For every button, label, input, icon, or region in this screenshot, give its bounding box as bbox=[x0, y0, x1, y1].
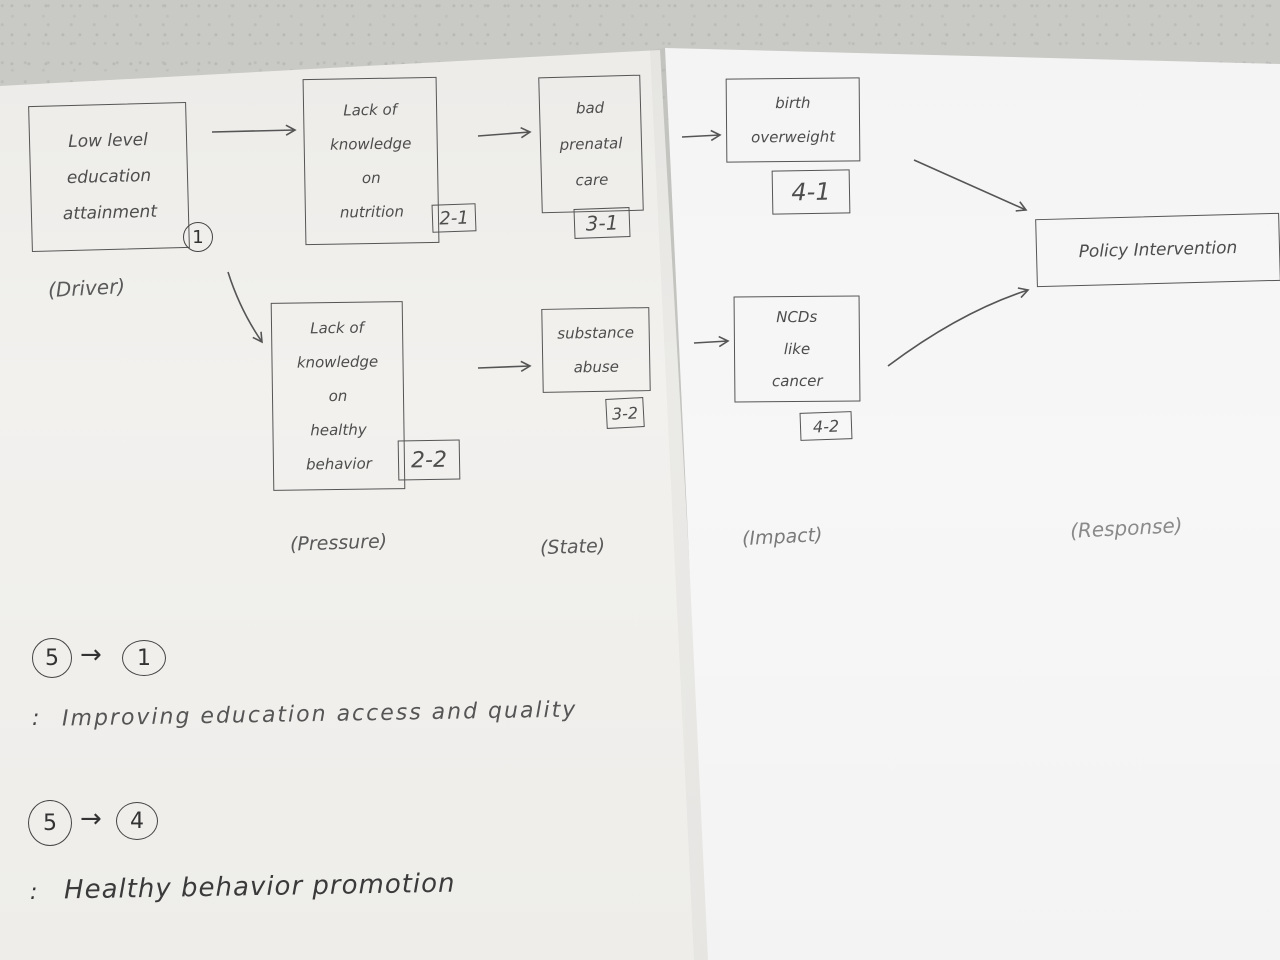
driver-box: Low level education attainment bbox=[28, 101, 190, 253]
state-1-box-line: prenatal bbox=[559, 134, 623, 154]
arrow-driver-to-pressure-1 bbox=[211, 124, 297, 136]
impact-2-tag: 4-2 bbox=[799, 411, 853, 441]
pressure-2-box-line: on bbox=[328, 386, 348, 406]
stage-label-driver: (Driver) bbox=[47, 273, 126, 303]
pressure-1-box-line: Lack of bbox=[343, 100, 398, 120]
pressure-2-box: Lack of knowledge on healthy behavior bbox=[270, 301, 406, 491]
impact-2-box: NCDs like cancer bbox=[733, 295, 861, 403]
pressure-2-box-line: Lack of bbox=[310, 318, 365, 338]
pressure-1-box-line: nutrition bbox=[339, 202, 405, 222]
arrow-driver-to-pressure-2 bbox=[227, 271, 263, 344]
pressure-1-tag: 2-1 bbox=[431, 203, 477, 233]
note-1-prefix: : bbox=[32, 706, 40, 731]
response-box: Policy Intervention bbox=[1035, 212, 1280, 288]
pressure-2-box-line: knowledge bbox=[296, 352, 379, 372]
impact-2-box-line: NCDs bbox=[776, 307, 818, 327]
driver-number-tag: 1 bbox=[183, 222, 213, 252]
state-2-box-line: substance bbox=[557, 323, 635, 343]
note-2-to-circle: 4 bbox=[116, 802, 158, 840]
pressure-2-box-line: behavior bbox=[305, 454, 372, 474]
arrow-state-2-to-impact-2 bbox=[693, 335, 730, 348]
driver-box-line: education bbox=[66, 165, 152, 189]
state-1-tag: 3-1 bbox=[573, 207, 631, 239]
arrow-pressure-1-to-state-1 bbox=[477, 126, 532, 139]
driver-box-line: Low level bbox=[67, 129, 149, 153]
driver-box-line: attainment bbox=[62, 201, 158, 225]
pressure-1-box-line: knowledge bbox=[329, 134, 412, 154]
state-2-box: substance abuse bbox=[541, 307, 651, 393]
note-1-to-circle: 1 bbox=[122, 640, 166, 676]
state-2-tag: 3-2 bbox=[605, 397, 645, 429]
stage-label-pressure: (Pressure) bbox=[289, 530, 388, 556]
note-2-prefix: : bbox=[30, 880, 38, 905]
state-1-box: bad prenatal care bbox=[538, 74, 644, 214]
pressure-1-box: Lack of knowledge on nutrition bbox=[302, 76, 440, 246]
impact-1-box-line: overweight bbox=[751, 127, 836, 147]
impact-1-box-line: birth bbox=[775, 93, 811, 113]
stage-label-impact: (Impact) bbox=[741, 523, 824, 551]
arrow-impact-1-to-response bbox=[913, 159, 1028, 212]
arrow-state-1-to-impact-1 bbox=[681, 129, 722, 142]
pressure-2-tag: 2-2 bbox=[397, 439, 461, 481]
impact-2-box-line: cancer bbox=[771, 371, 823, 391]
state-1-box-line: bad bbox=[575, 98, 605, 118]
impact-1-tag: 4-1 bbox=[771, 169, 851, 215]
arrow-impact-2-to-response bbox=[887, 287, 1030, 367]
arrow-pressure-2-to-state-2 bbox=[477, 360, 532, 373]
stage-label-state: (State) bbox=[539, 534, 606, 560]
state-2-box-line: abuse bbox=[573, 357, 620, 377]
pressure-2-box-line: healthy bbox=[310, 420, 367, 440]
note-1-arrow: → bbox=[80, 640, 102, 670]
state-1-box-line: care bbox=[575, 170, 609, 190]
response-box-line: Policy Intervention bbox=[1078, 237, 1238, 263]
pressure-1-box-line: on bbox=[361, 168, 381, 188]
note-2-from-circle: 5 bbox=[28, 800, 72, 846]
impact-2-box-line: like bbox=[783, 339, 811, 359]
note-2-arrow: → bbox=[80, 804, 102, 834]
impact-1-box: birth overweight bbox=[725, 77, 861, 163]
note-1-from-circle: 5 bbox=[32, 638, 72, 678]
